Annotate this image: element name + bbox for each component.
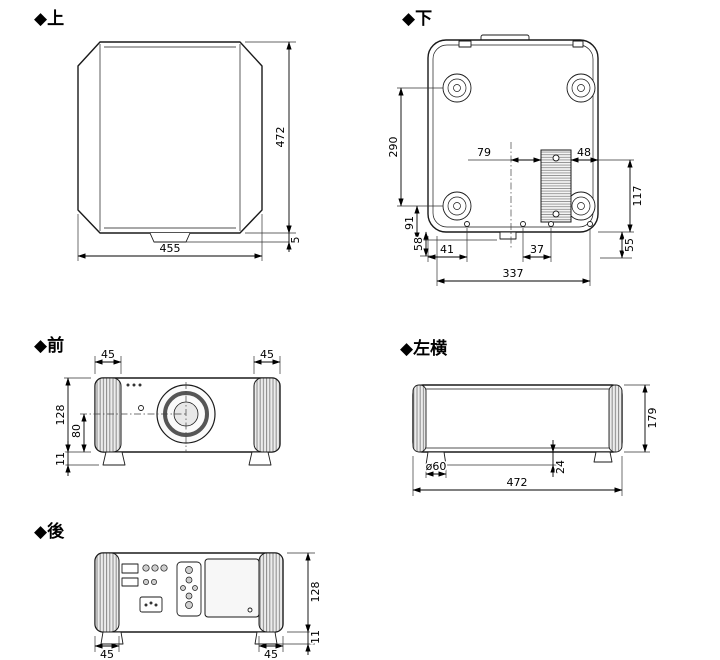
side-view-title: ◆左横	[400, 338, 447, 359]
bottom-mount-holes	[464, 221, 593, 227]
side-view-body	[412, 384, 623, 466]
bottom-latch-right	[572, 40, 584, 48]
dim-label-lamp-right: 48	[577, 146, 591, 159]
dim-label-side-foot-dia: ø60	[426, 460, 447, 473]
top-body-outline	[77, 41, 263, 234]
rear-control-pad	[176, 561, 202, 617]
dim-label-hole-span: 337	[503, 267, 524, 280]
dim-label-lamp-left: 79	[477, 146, 491, 159]
dim-label-edge-offset: 58	[412, 237, 425, 251]
top-view-title: ◆上	[34, 9, 64, 29]
rear-power-inlet	[139, 596, 163, 613]
dim-label-rear-foot: 11	[309, 630, 322, 644]
front-view: ◆前 45 45 128	[34, 335, 281, 476]
rear-view: ◆後	[34, 521, 324, 660]
rear-view-dimensions: 128 11 45 45	[94, 552, 324, 660]
dim-label-hole-mid: 37	[530, 243, 544, 256]
dim-label-rear-offset: 91	[403, 216, 416, 230]
top-view: ◆上 455 472 5	[34, 9, 304, 261]
dim-label-top-height: 472	[274, 127, 287, 148]
front-view-dimensions: 45 45 128 80 11	[53, 347, 281, 476]
dim-label-hole-left: 41	[440, 243, 454, 256]
front-view-title: ◆前	[34, 335, 64, 356]
lamp-cover	[540, 149, 572, 223]
rear-view-body	[94, 552, 284, 645]
side-view-dimensions: 179 472 ø60 24	[412, 384, 661, 496]
dim-label-front-panel-left: 45	[101, 348, 115, 361]
rear-view-title: ◆後	[34, 521, 65, 542]
bottom-latch-left	[458, 40, 472, 48]
side-grille-rear	[608, 384, 623, 453]
top-view-body	[77, 41, 263, 243]
dim-label-top-width: 455	[160, 242, 181, 255]
foot-front-left	[442, 73, 472, 103]
dim-label-side-foot: 24	[554, 460, 567, 474]
bottom-view-body	[427, 34, 599, 250]
front-foot-right	[248, 451, 272, 466]
foot-front-right	[566, 73, 596, 103]
lamp-screw-bottom	[552, 210, 560, 218]
top-view-dimensions: 455 472 5	[77, 41, 304, 261]
dim-label-rear-height: 128	[309, 582, 322, 603]
front-view-body	[80, 377, 281, 466]
front-indicator-leds	[126, 383, 142, 387]
bottom-view-dimensions: 290 91 58 79 48 117 55 41 37 337	[386, 87, 646, 286]
bottom-body-inner	[432, 44, 594, 228]
dim-label-front-height: 128	[54, 405, 67, 426]
dim-label-feet-pitch: 290	[387, 137, 400, 158]
dim-label-corner: 55	[623, 238, 636, 252]
bottom-view-title: ◆下	[402, 9, 432, 29]
side-view: ◆左横 179 472 ø60 24	[400, 338, 661, 496]
side-body-outline	[412, 384, 623, 453]
bottom-view: ◆下	[386, 9, 646, 286]
front-grille-right	[253, 377, 281, 453]
rear-access-door	[204, 558, 260, 618]
dim-label-lamp-height: 117	[631, 186, 644, 207]
front-grille-left	[94, 377, 122, 453]
front-foot-left	[102, 451, 126, 466]
rear-grille-left	[94, 552, 120, 633]
rear-connector-panel	[121, 563, 168, 587]
front-ir-sensor	[138, 405, 144, 411]
dim-label-front-foot: 11	[54, 452, 67, 466]
dim-label-front-lens-center: 80	[70, 424, 83, 438]
bottom-center-tab	[499, 231, 517, 240]
top-rear-bump	[149, 232, 191, 243]
dim-label-side-height: 179	[646, 408, 659, 429]
rear-foot-right	[254, 631, 278, 645]
dim-label-top-bump: 5	[289, 237, 302, 244]
top-body-seams	[99, 44, 241, 231]
rear-foot-left	[100, 631, 124, 645]
dim-label-rear-panel-right: 45	[264, 648, 278, 660]
dim-label-front-panel-right: 45	[260, 348, 274, 361]
lamp-screw-top	[552, 154, 560, 162]
rear-grille-right	[258, 552, 284, 633]
foot-rear-left	[442, 191, 472, 221]
rear-door-screw	[247, 607, 253, 613]
side-foot-rear	[593, 451, 613, 463]
side-grille-front	[412, 384, 427, 453]
dim-label-rear-panel-left: 45	[100, 648, 114, 660]
dim-label-side-length: 472	[507, 476, 528, 489]
